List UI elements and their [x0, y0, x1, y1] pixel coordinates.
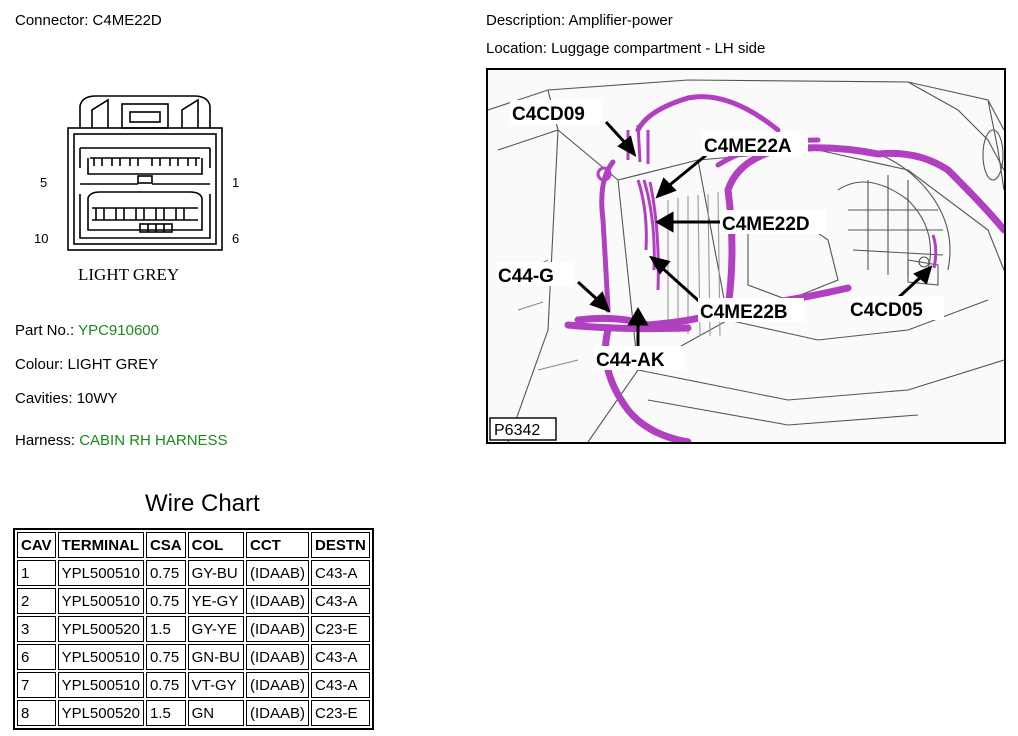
cell-col: GN-BU: [187, 644, 244, 670]
location-illustration: C4CD09 C4ME22A C4ME22D C44-G C4ME22B C4C…: [486, 68, 1006, 444]
cell-csa: 0.75: [145, 560, 186, 586]
callout-c4me22a: C4ME22A: [704, 136, 792, 157]
wire-chart-title: Wire Chart: [145, 490, 260, 517]
table-row: 8 YPL500520 1.5 GN (IDAAB) C23-E: [17, 700, 370, 726]
pin-label-10: 10: [34, 231, 48, 246]
cell-cav: 2: [17, 588, 56, 614]
harness: Harness: CABIN RH HARNESS: [15, 432, 228, 449]
illustration-reference: P6342: [494, 422, 540, 439]
cell-cct: (IDAAB): [245, 588, 309, 614]
connector-face-diagram: 5 1 10 6 LIGHT GREY: [30, 88, 260, 288]
cell-cav: 3: [17, 616, 56, 642]
location: Location: Luggage compartment - LH side: [486, 40, 765, 57]
description-label: Description:: [486, 12, 566, 29]
cell-csa: 1.5: [145, 616, 186, 642]
cell-destn: C43-A: [311, 644, 370, 670]
connector-id: Connector: C4ME22D: [15, 12, 162, 29]
part-number-label: Part No.:: [15, 322, 75, 339]
part-number: Part No.: YPC910600: [15, 322, 159, 339]
cell-csa: 0.75: [145, 588, 186, 614]
connector-label: Connector:: [15, 12, 89, 29]
cell-cct: (IDAAB): [245, 672, 309, 698]
table-row: 6 YPL500510 0.75 GN-BU (IDAAB) C43-A: [17, 644, 370, 670]
cell-csa: 0.75: [145, 672, 186, 698]
cavities-label: Cavities:: [15, 390, 73, 407]
cell-col: GY-YE: [187, 616, 244, 642]
cavities: Cavities: 10WY: [15, 390, 118, 407]
colour-value: LIGHT GREY: [67, 356, 159, 373]
cell-terminal: YPL500520: [57, 616, 144, 642]
harness-value[interactable]: CABIN RH HARNESS: [79, 432, 228, 449]
luggage-compartment-drawing: C4CD09 C4ME22A C4ME22D C44-G C4ME22B C4C…: [488, 79, 1004, 442]
cell-destn: C23-E: [311, 616, 370, 642]
cell-terminal: YPL500510: [57, 560, 144, 586]
header-col: COL: [187, 532, 244, 558]
cell-cav: 7: [17, 672, 56, 698]
callout-c4me22d: C4ME22D: [722, 214, 810, 235]
description-value: Amplifier-power: [568, 12, 673, 29]
pin-label-1: 1: [232, 175, 239, 190]
description: Description: Amplifier-power: [486, 12, 673, 29]
connector-value: C4ME22D: [92, 12, 162, 29]
cell-cct: (IDAAB): [245, 700, 309, 726]
connector-colour-caption: LIGHT GREY: [78, 265, 179, 284]
table-row: 3 YPL500520 1.5 GY-YE (IDAAB) C23-E: [17, 616, 370, 642]
cell-cav: 6: [17, 644, 56, 670]
header-terminal: TERMINAL: [57, 532, 144, 558]
cell-csa: 0.75: [145, 644, 186, 670]
callout-c44-ak: C44-AK: [596, 350, 665, 371]
cell-terminal: YPL500510: [57, 644, 144, 670]
table-row: 7 YPL500510 0.75 VT-GY (IDAAB) C43-A: [17, 672, 370, 698]
cell-cct: (IDAAB): [245, 560, 309, 586]
cell-terminal: YPL500510: [57, 672, 144, 698]
header-destn: DESTN: [311, 532, 370, 558]
cell-destn: C43-A: [311, 672, 370, 698]
cell-destn: C43-A: [311, 560, 370, 586]
wire-chart-header-row: CAV TERMINAL CSA COL CCT DESTN: [17, 532, 370, 558]
harness-label: Harness:: [15, 432, 76, 449]
cell-col: GY-BU: [187, 560, 244, 586]
cell-cav: 8: [17, 700, 56, 726]
cell-destn: C43-A: [311, 588, 370, 614]
callout-c4cd05: C4CD05: [850, 300, 923, 321]
header-csa: CSA: [145, 532, 186, 558]
wire-chart-table: CAV TERMINAL CSA COL CCT DESTN 1 YPL5005…: [13, 528, 374, 730]
cell-col: YE-GY: [187, 588, 244, 614]
cell-destn: C23-E: [311, 700, 370, 726]
header-cct: CCT: [245, 532, 309, 558]
pin-label-6: 6: [232, 231, 239, 246]
cell-csa: 1.5: [145, 700, 186, 726]
cell-terminal: YPL500520: [57, 700, 144, 726]
part-number-value[interactable]: YPC910600: [78, 322, 159, 339]
header-cav: CAV: [17, 532, 56, 558]
table-row: 2 YPL500510 0.75 YE-GY (IDAAB) C43-A: [17, 588, 370, 614]
connector-face-drawing: 5 1 10 6 LIGHT GREY: [34, 95, 239, 284]
cell-cav: 1: [17, 560, 56, 586]
table-row: 1 YPL500510 0.75 GY-BU (IDAAB) C43-A: [17, 560, 370, 586]
pin-label-5: 5: [40, 175, 47, 190]
cell-col: GN: [187, 700, 244, 726]
colour-label: Colour:: [15, 356, 64, 373]
cavities-value: 10WY: [76, 390, 118, 407]
colour: Colour: LIGHT GREY: [15, 356, 158, 373]
location-value: Luggage compartment - LH side: [551, 40, 766, 57]
cell-cct: (IDAAB): [245, 616, 309, 642]
callout-c44-g: C44-G: [498, 266, 554, 287]
cell-col: VT-GY: [187, 672, 244, 698]
cell-cct: (IDAAB): [245, 644, 309, 670]
cell-terminal: YPL500510: [57, 588, 144, 614]
callout-c4cd09: C4CD09: [512, 104, 585, 125]
location-label: Location:: [486, 40, 547, 57]
callout-c4me22b: C4ME22B: [700, 302, 788, 323]
